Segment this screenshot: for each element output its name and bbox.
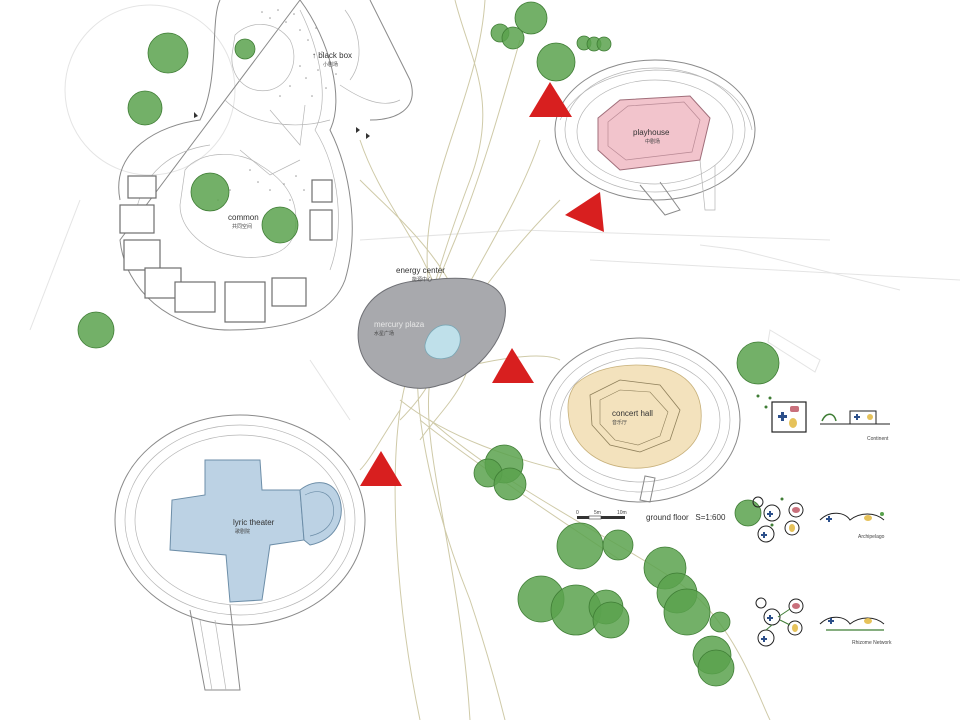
concert-hall-label: concert hall (612, 409, 653, 418)
tree (501, 26, 525, 50)
tree (596, 36, 612, 52)
playhouse-label: playhouse (633, 128, 670, 137)
common-seating-dots (217, 9, 337, 201)
tree (697, 649, 735, 687)
scale-tick-10: 10m (617, 510, 627, 516)
playhouse-label-zh: 中剧场 (645, 138, 660, 145)
tree (77, 311, 115, 349)
mercury-plaza (357, 277, 506, 389)
playhouse-building (554, 59, 756, 216)
concert-hall-label-zh: 音乐厅 (612, 419, 627, 426)
tree (261, 206, 299, 244)
tree (709, 611, 731, 633)
entrance-marker (529, 82, 572, 117)
mercury-plaza-label-zh: 水星广场 (374, 330, 394, 337)
continent-caption: Continent (867, 436, 889, 442)
entrance-marker (360, 451, 402, 486)
tree (514, 1, 548, 35)
archipelago-caption: Archipelago (858, 534, 885, 540)
lyric-theater-label: lyric theater (233, 518, 275, 527)
black-box-label: ↑ black box (312, 51, 352, 60)
entrance-marker (565, 192, 604, 232)
concept-diagram-continent: Continent (756, 394, 890, 442)
tree (734, 499, 762, 527)
playhouse-stage-area (597, 95, 711, 171)
concept-diagram-archipelago: Archipelago (752, 496, 885, 543)
concert-hall-auditorium (567, 364, 702, 469)
tree (536, 42, 576, 82)
site-context-lines (29, 4, 960, 421)
building-labels: ↑ black box 小剧场 playhouse 中剧场 common 共同空… (228, 51, 670, 535)
concept-diagram-rhizome: Rhizome Network (755, 597, 892, 647)
lyric-theater-building (114, 414, 366, 691)
mercury-plaza-label: mercury plaza (374, 320, 425, 329)
tree (663, 588, 711, 636)
common-label-zh: 共同空间 (232, 223, 252, 230)
tree (147, 32, 189, 74)
tree (493, 467, 527, 501)
entrance-markers (360, 82, 604, 486)
scale-bar: 0 5m 10m ground floor S=1:600 (576, 510, 726, 522)
tree (234, 38, 256, 60)
entrance-marker (492, 348, 534, 383)
tree (127, 90, 163, 126)
concert-hall-building (539, 337, 741, 503)
scale-tick-5: 5m (594, 510, 601, 516)
trees (77, 1, 780, 687)
black-box-label-zh: 小剧场 (323, 61, 338, 68)
plaza-pond (424, 324, 461, 360)
energy-center-label: energy center (396, 266, 445, 275)
common-label: common (228, 213, 259, 222)
scale-bar-label: ground floor S=1:600 (646, 513, 726, 522)
scale-tick-0: 0 (576, 510, 579, 516)
rhizome-caption: Rhizome Network (852, 640, 892, 646)
tree (602, 529, 634, 561)
tree (190, 172, 230, 212)
lyric-theater-stage (169, 459, 305, 603)
tree (592, 601, 630, 639)
lyric-theater-label-zh: 歌剧院 (235, 528, 250, 535)
small-markers (194, 112, 370, 139)
tree (556, 522, 604, 570)
tree (736, 341, 780, 385)
common-building (118, 0, 413, 331)
energy-center-label-zh: 能源中心 (412, 276, 432, 283)
